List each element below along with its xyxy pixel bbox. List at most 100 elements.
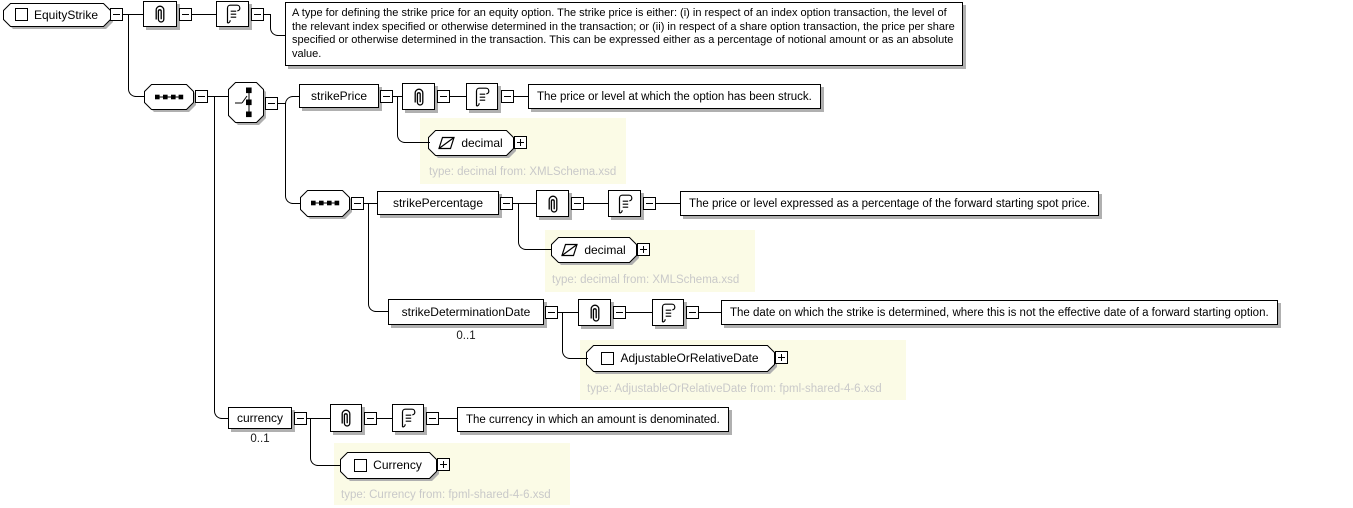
collapse-button[interactable] (571, 197, 584, 210)
connector-line (450, 96, 466, 97)
type-decimal[interactable]: decimal (551, 237, 639, 265)
attributes-box[interactable] (536, 190, 569, 217)
connector-elbow (562, 350, 571, 359)
collapse-button[interactable] (437, 90, 450, 103)
collapse-button[interactable] (501, 90, 514, 103)
collapse-button[interactable] (179, 8, 192, 21)
annotation-box[interactable] (392, 404, 424, 432)
element-strikeprice[interactable]: strikePrice (299, 84, 379, 108)
documentation-text: The price or level expressed as a percen… (689, 197, 1090, 210)
connector-line (123, 14, 143, 15)
type-adjustableorrelativedate[interactable]: AdjustableOrRelativeDate (586, 345, 777, 374)
connector-line (626, 312, 652, 313)
type-label: Currency (373, 458, 422, 472)
connector-line (192, 14, 216, 15)
element-label: strikePrice (310, 89, 367, 103)
annotation-box[interactable] (216, 1, 249, 27)
attributes-box[interactable] (143, 1, 177, 27)
octagon-shape (586, 345, 777, 374)
connector-line (699, 312, 721, 313)
sequence-icon (310, 200, 339, 206)
element-currency[interactable]: currency (228, 407, 292, 429)
expand-button[interactable] (637, 243, 650, 256)
choice-icon (235, 87, 252, 117)
element-strikepercentage[interactable]: strikePercentage (377, 191, 499, 215)
choice-compositor[interactable] (228, 82, 266, 125)
type-annotation: type: AdjustableOrRelativeDate from: fpm… (587, 383, 882, 395)
documentation-text: The price or level at which the option h… (537, 90, 812, 103)
scroll-icon (618, 194, 632, 214)
type-box-decimal: decimal type: decimal from: XMLSchema.xs… (545, 230, 755, 292)
type-label: decimal (584, 242, 626, 257)
connector-elbow (397, 134, 406, 143)
connector-line (277, 35, 285, 36)
connector-line (292, 96, 299, 97)
type-currency[interactable]: Currency (340, 452, 439, 481)
expand-button[interactable] (437, 458, 450, 471)
sequence-compositor[interactable] (144, 84, 196, 112)
scroll-icon (226, 4, 240, 24)
connector-line (569, 358, 588, 359)
connector-line (278, 103, 286, 104)
element-equitystrike[interactable]: EquityStrike (3, 3, 113, 29)
collapse-button[interactable] (426, 412, 439, 425)
sequence-compositor[interactable] (300, 190, 352, 219)
collapse-button[interactable] (265, 97, 278, 110)
connector-line (317, 465, 341, 466)
expand-button[interactable] (514, 136, 527, 149)
collapse-button[interactable] (110, 8, 123, 21)
connector-line (128, 14, 129, 88)
element-strikedeterminationdate[interactable]: strikeDeterminationDate (388, 299, 544, 325)
collapse-button[interactable] (364, 412, 377, 425)
complex-type-icon (601, 351, 615, 365)
documentation-strikepercentage: The price or level expressed as a percen… (680, 191, 1099, 216)
attributes-box[interactable] (578, 299, 611, 326)
collapse-button[interactable] (294, 412, 307, 425)
collapse-button[interactable] (613, 306, 626, 319)
annotation-box[interactable] (608, 190, 641, 217)
connector-line (214, 96, 215, 410)
type-annotation: type: Currency from: fpml-shared-4-6.xsd (341, 489, 551, 501)
type-decimal[interactable]: decimal (428, 130, 516, 158)
documentation-text: The date on which the strike is determin… (730, 306, 1269, 319)
connector-elbow (270, 27, 279, 36)
connector-line (270, 14, 271, 27)
collapse-button[interactable] (251, 8, 264, 21)
element-label: strikeDeterminationDate (401, 305, 531, 319)
connector-line (368, 203, 369, 303)
connector-line (208, 96, 228, 97)
scroll-icon (661, 303, 676, 323)
type-annotation: type: decimal from: XMLSchema.xsd (429, 166, 617, 178)
connector-elbow (518, 241, 527, 250)
collapse-button[interactable] (545, 306, 558, 319)
documentation-strikeprice: The price or level at which the option h… (528, 84, 821, 109)
sequence-icon (154, 94, 183, 99)
documentation-text: The currency in which an amount is denom… (466, 413, 720, 426)
collapse-button[interactable] (643, 197, 656, 210)
annotation-box[interactable] (466, 83, 498, 110)
attributes-box[interactable] (402, 83, 435, 110)
documentation-equitystrike: A type for defining the strike price for… (285, 2, 963, 66)
paperclip-icon (155, 5, 165, 23)
connector-elbow (128, 88, 137, 97)
occurrence-label: 0..1 (250, 433, 270, 445)
collapse-button[interactable] (380, 90, 393, 103)
connector-line (404, 142, 430, 143)
octagon-shape (3, 3, 113, 29)
scroll-icon (475, 87, 490, 107)
collapse-button[interactable] (500, 197, 513, 210)
connector-elbow (285, 96, 294, 105)
documentation-text: A type for defining the strike price for… (292, 7, 955, 60)
collapse-button[interactable] (195, 90, 208, 103)
type-label: AdjustableOrRelativeDate (620, 351, 759, 365)
connector-line (264, 14, 271, 15)
attributes-box[interactable] (330, 404, 362, 432)
expand-button[interactable] (775, 351, 788, 364)
collapse-button[interactable] (686, 306, 699, 319)
connector-line (221, 418, 228, 419)
collapse-button[interactable] (351, 197, 364, 210)
type-label: decimal (461, 135, 503, 150)
annotation-box[interactable] (652, 299, 684, 326)
connector-line (584, 203, 608, 204)
connector-line (513, 203, 536, 204)
